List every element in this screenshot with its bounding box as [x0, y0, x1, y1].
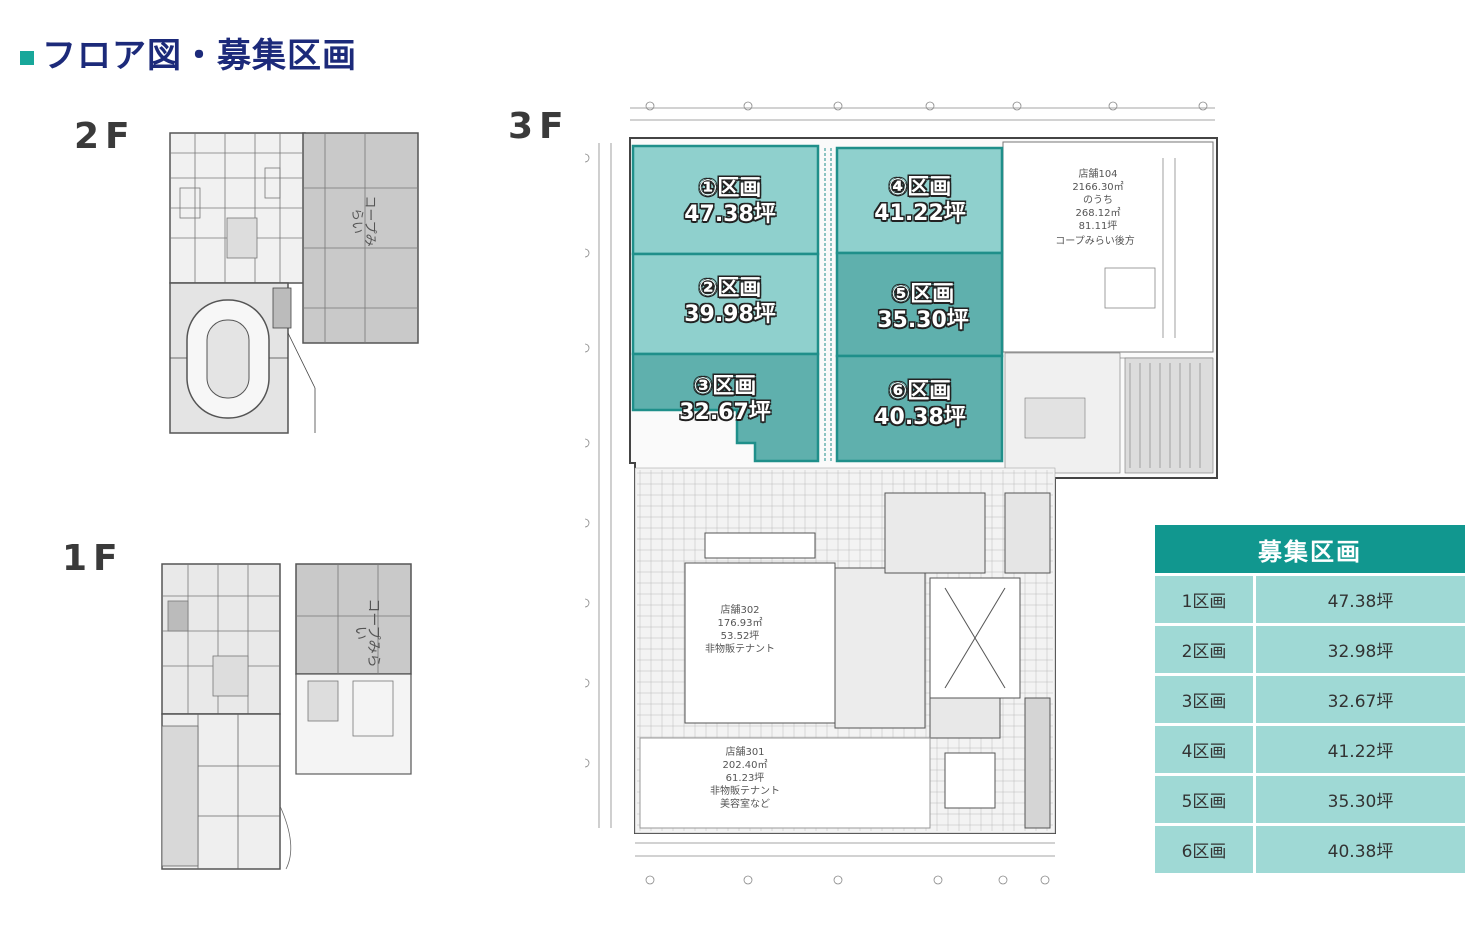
table-cell-zone: 2区画 — [1155, 626, 1256, 673]
table-cell-zone: 3区画 — [1155, 676, 1256, 723]
table-cell-zone: 5区画 — [1155, 776, 1256, 823]
zone-table: 募集区画 1区画 47.38坪 2区画 32.98坪 3区画 32.67坪 4区… — [1155, 525, 1465, 873]
table-cell-zone: 1区画 — [1155, 576, 1256, 623]
table-cell-area: 35.30坪 — [1327, 792, 1394, 812]
title-square-icon — [20, 50, 34, 65]
floor-plan-3f: 店舗104 2166.30㎡ のうち 268.12㎡ 81.11坪 コープみらい… — [585, 98, 1225, 898]
table-cell-area: 47.38坪 — [1327, 592, 1394, 612]
floor-plan-2f: コープみらい — [165, 128, 425, 438]
table-cell-area: 32.67坪 — [1327, 692, 1394, 712]
table-cell-area: 40.38坪 — [1327, 842, 1394, 862]
floor-label-1f: 1F — [62, 538, 124, 579]
plan-text-coop-1f: コープみらい — [352, 598, 381, 668]
plan-text-store301: 店舗301 202.40㎡ 61.23坪 非物販テナント 美容室など — [710, 747, 780, 810]
plan-text-store302: 店舗302 176.93㎡ 53.52坪 非物販テナント — [705, 605, 775, 655]
floor-plan-1f: コープみらい — [158, 556, 418, 876]
plan-text-coop-2f: コープみらい — [349, 195, 377, 247]
floor-label-2f: 2F — [74, 116, 136, 157]
floor-label-3f: 3F — [508, 106, 570, 147]
table-cell-area: 32.98坪 — [1327, 642, 1394, 662]
table-row: 5区画 35.30坪 — [1155, 776, 1465, 823]
table-row: 3区画 32.67坪 — [1155, 676, 1465, 723]
table-cell-zone: 4区画 — [1155, 726, 1256, 773]
plan-text-store104: 店舗104 2166.30㎡ のうち 268.12㎡ 81.11坪 — [1072, 169, 1124, 232]
page-title: フロア図・募集区画 — [42, 36, 357, 76]
table-cell-area: 41.22坪 — [1327, 742, 1394, 762]
plan-text-coop-back: コープみらい後方 — [1055, 236, 1135, 247]
table-row: 2区画 32.98坪 — [1155, 626, 1465, 673]
zone-table-header: 募集区画 — [1155, 525, 1465, 573]
table-row: 6区画 40.38坪 — [1155, 826, 1465, 873]
page-title-wrap: フロア図・募集区画 — [20, 28, 357, 77]
table-row: 1区画 47.38坪 — [1155, 576, 1465, 623]
table-cell-zone: 6区画 — [1155, 826, 1256, 873]
table-row: 4区画 41.22坪 — [1155, 726, 1465, 773]
